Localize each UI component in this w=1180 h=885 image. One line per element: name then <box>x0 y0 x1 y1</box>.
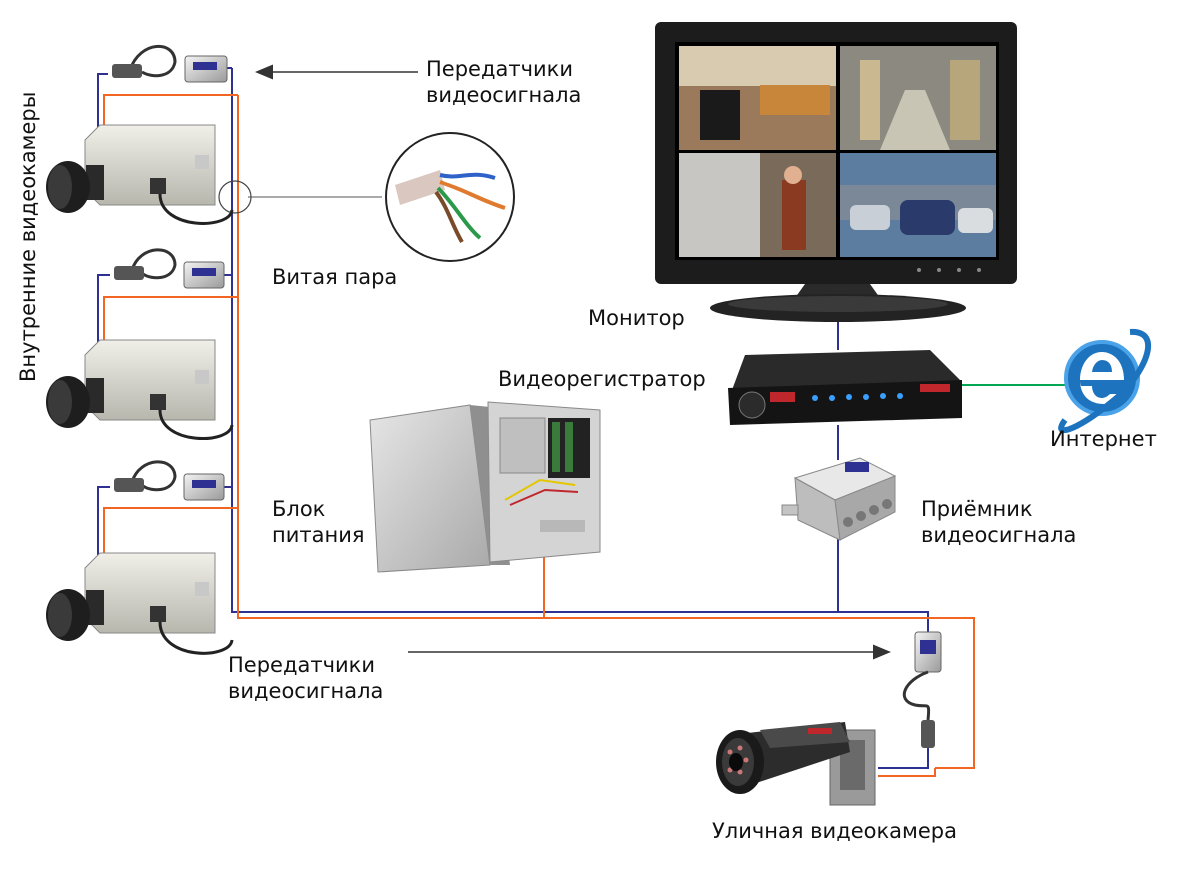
indoor-cameras-label: Внутренние видеокамеры <box>16 91 40 382</box>
power-supply-label: Блок питания <box>272 497 365 547</box>
monitor <box>655 22 1017 322</box>
video-transmitter-outdoor <box>902 631 942 748</box>
power-supply <box>369 401 601 573</box>
video-wires <box>97 67 929 769</box>
monitor-label: Монитор <box>588 306 685 330</box>
dvr-label: Видеорегистратор <box>498 367 706 391</box>
dvr <box>728 350 962 425</box>
outdoor-camera <box>716 722 876 806</box>
video-receiver <box>781 457 897 541</box>
video-transmitter-2 <box>114 248 225 289</box>
video-transmitter-3 <box>114 460 225 501</box>
internet-explorer-icon <box>1058 328 1151 434</box>
indoor-camera-3 <box>46 552 234 655</box>
outdoor-camera-label: Уличная видеокамера <box>712 819 958 843</box>
indoor-camera-1 <box>46 124 234 225</box>
twisted-pair-image <box>385 132 515 262</box>
twisted-pair-highlight <box>218 180 252 214</box>
indoor-camera-2 <box>46 339 234 440</box>
power-wires <box>103 94 975 777</box>
transmitters-bottom-label: Передатчики видеосигнала <box>228 653 384 703</box>
transmitters-top-label: Передатчики видеосигнала <box>426 57 582 107</box>
internet-label: Интернет <box>1050 427 1157 451</box>
receiver-label: Приёмник видеосигнала <box>921 497 1077 547</box>
twisted-pair-label: Витая пара <box>272 265 398 289</box>
video-transmitter-1 <box>112 45 228 83</box>
